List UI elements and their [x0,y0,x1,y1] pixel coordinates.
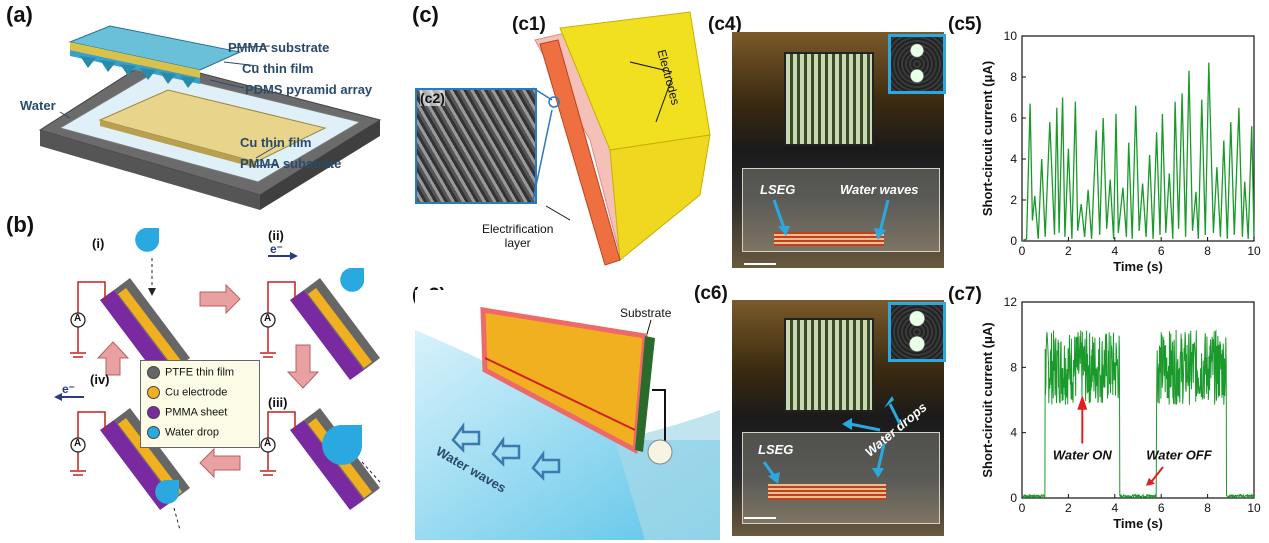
panel-b-cycle-diagram [54,228,381,531]
label-pmma-substrate-top: PMMA substrate [228,40,330,55]
panel-c-label: (c) [412,2,439,27]
x-tick-label: 4 [1111,501,1118,515]
ammeter-label-i: A [74,313,82,324]
electrification-text: Electrification layer [482,222,554,250]
x-tick-label: 2 [1065,244,1072,258]
label-cu-film-top: Cu thin film [242,61,314,76]
panel-b-legend: PTFE thin film Cu electrode PMMA sheet W… [140,360,260,448]
y-tick-label: 12 [1004,295,1018,309]
panel-c2-label: (c2) [420,90,445,106]
c4-water-waves-label: Water waves [840,182,919,197]
x-tick-label: 0 [1019,244,1026,258]
step-iv-label: (iv) [90,372,110,387]
x-tick-label: 6 [1158,501,1165,515]
ammeter-label-iv: A [74,438,82,449]
c6-inset-box [888,302,946,362]
x-tick-label: 8 [1204,244,1211,258]
c4-led-board [784,52,874,146]
legend-item: PTFE thin film [147,366,234,379]
panel-c3-water-wave-scene [415,290,720,540]
x-tick-label: 10 [1247,244,1261,258]
y-tick-label: 10 [1004,29,1018,43]
x-tick-label: 4 [1111,244,1118,258]
y-tick-label: 0 [1010,491,1017,505]
x-tick-label: 0 [1019,501,1026,515]
label-substrate: Substrate [620,306,672,320]
legend-label: PMMA sheet [165,406,228,419]
x-tick-label: 2 [1065,501,1072,515]
legend-swatch-ptfe [147,366,160,379]
y-tick-label: 0 [1010,234,1017,248]
legend-item: Cu electrode [147,386,227,399]
electrode-lower [609,134,711,261]
y-tick-label: 6 [1010,111,1017,125]
ammeter-label-iii: A [264,438,272,449]
c6-lseg-label: LSEG [758,442,794,457]
panel-a-illustration [38,25,382,210]
series-line [1021,329,1255,500]
label-pdms-array: PDMS pyramid array [245,82,373,97]
panel-c2-sem-image [415,88,537,204]
series-line [1021,62,1255,242]
annotation-arrowhead-off [1145,477,1155,486]
step-ii-label: (ii) [268,228,284,243]
label-electrification-layer: Electrification layer [482,222,553,250]
legend-swatch-cu [147,386,160,399]
c6-lseg-electrodes [768,484,886,500]
annotation-arrowhead-on [1077,395,1088,410]
y-axis-label: Short-circuit current (μA) [980,322,995,477]
plot-frame [1021,35,1255,242]
c6-arrows [744,396,902,519]
annotation-water-on: Water ON [1053,448,1113,463]
panel-c5-label: (c5) [948,14,982,35]
ammeter-label-ii: A [264,313,272,324]
legend-label: PTFE thin film [165,366,235,379]
step-iii-label: (iii) [268,395,288,410]
step-i-label: (i) [92,236,105,251]
c2-zoom-lines [532,87,560,201]
panel-c7-label: (c7) [948,284,982,305]
y-tick-label: 8 [1010,70,1017,84]
annotation-water-off: Water OFF [1146,448,1213,463]
legend-swatch-pmma [147,406,160,419]
panel-c1-device-illustration [534,11,711,266]
label-water: Water [20,98,56,113]
x-axis-label: Time (s) [1113,259,1163,274]
panel-c1-label: (c1) [512,14,546,35]
legend-label: Water drop [165,426,220,439]
y-tick-label: 4 [1010,152,1017,166]
x-tick-label: 10 [1247,501,1261,515]
c6-led-board [784,318,874,412]
panel-a-label: (a) [6,2,33,27]
electron-label-iv: e⁻ [62,382,76,396]
label-pmma-substrate-bottom: PMMA substrate [240,156,342,171]
label-cu-film-bottom: Cu thin film [240,135,312,150]
panel-b-label: (b) [6,212,35,237]
y-axis-label: Short-circuit current (μA) [980,61,995,216]
y-tick-label: 4 [1010,426,1017,440]
c4-arrows [744,199,890,265]
plot-frame [1021,301,1255,499]
electrification-layer [539,39,621,266]
c4-lseg-label: LSEG [760,182,796,197]
legend-swatch-water [147,426,160,439]
panel-c6-label: (c6) [694,283,728,304]
panel-c4-label: (c4) [708,14,742,35]
electron-label-ii: e⁻ [270,242,284,256]
x-axis-label: Time (s) [1113,516,1163,531]
x-tick-label: 6 [1158,244,1165,258]
x-tick-label: 8 [1204,501,1211,515]
legend-item: PMMA sheet [147,406,227,419]
c4-inset-box [888,34,946,94]
legend-item: Water drop [147,426,219,439]
c4-lseg-electrodes [774,232,884,246]
y-tick-label: 2 [1010,193,1017,207]
y-tick-label: 8 [1010,360,1017,374]
legend-label: Cu electrode [165,386,228,399]
